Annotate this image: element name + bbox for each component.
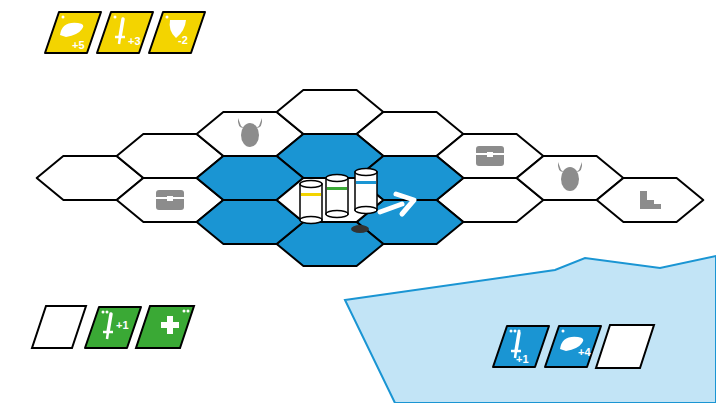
card-value: +3 (128, 36, 141, 47)
card-dot (166, 16, 169, 19)
card-shape (32, 306, 86, 348)
monster-horn (558, 162, 564, 172)
wing-shape (60, 23, 83, 37)
card-dot (102, 311, 105, 314)
sword-grip (107, 332, 108, 339)
game-card: +3 (96, 11, 154, 54)
pawn-stripe (356, 181, 376, 184)
stairs-icon (640, 191, 661, 209)
game-card: +1 (84, 306, 142, 349)
card-dot (510, 330, 513, 333)
game-card: -2 (148, 11, 206, 54)
chest-lock (167, 196, 173, 201)
pawn-base-fill (301, 219, 321, 221)
sword-blade (108, 314, 111, 332)
pawn-body (300, 184, 322, 220)
card-dot (183, 310, 186, 313)
card-value: +1 (516, 354, 529, 365)
pawn-base (326, 211, 348, 218)
pawn (326, 175, 348, 218)
pawn-base (355, 207, 377, 214)
sword-grip (119, 37, 120, 44)
pawn-base (300, 217, 322, 224)
arrow-shaft (380, 204, 402, 212)
card-value: +1 (116, 320, 129, 331)
card-dot (187, 310, 190, 313)
wing-icon (60, 23, 83, 37)
chest-body (476, 146, 504, 166)
sword-blade (120, 19, 123, 37)
card-dot (62, 16, 65, 19)
pawn-base-fill (327, 213, 347, 215)
sword-blade (516, 333, 519, 351)
monster-icon (238, 118, 262, 147)
card-shape (493, 326, 549, 367)
move-arrow (380, 194, 414, 214)
monster-horn (238, 118, 244, 128)
pawn-body (355, 172, 377, 210)
monster-icon (558, 162, 582, 191)
card-value: +4 (578, 347, 591, 358)
card-shape (136, 306, 194, 348)
heal-icon (161, 316, 179, 334)
card-shape (97, 12, 153, 53)
monster-head (241, 123, 259, 147)
card-shape (149, 12, 205, 53)
pawn-group (300, 169, 377, 224)
pawn-top (355, 169, 377, 176)
pawn-shadow (351, 225, 369, 233)
card-shape (596, 325, 654, 368)
card-shape (45, 12, 101, 53)
chest-body (156, 190, 184, 210)
player-area (345, 256, 716, 403)
heal-card (136, 306, 194, 348)
card-outline (148, 11, 206, 54)
game-card: +5 (44, 11, 102, 54)
monster-head (561, 167, 579, 191)
card-dot (562, 330, 565, 333)
card-value: +5 (72, 40, 85, 51)
pawn-top (326, 175, 348, 182)
card-dot (106, 311, 109, 314)
sword-grip (515, 351, 516, 358)
chest-lock (487, 152, 493, 157)
pawn-body (326, 178, 348, 214)
sword-icon (103, 314, 113, 339)
arrow-head (396, 194, 414, 214)
card-dot (114, 16, 117, 19)
card-outline (84, 306, 142, 349)
pawn-base-fill (356, 209, 376, 211)
card-outline (96, 11, 154, 54)
blank-card (596, 325, 654, 368)
hex-grid (37, 90, 704, 266)
card-value: -2 (178, 35, 188, 46)
game-card: +4 (544, 325, 602, 368)
pawn (300, 181, 322, 224)
card-outline (544, 325, 602, 368)
game-card: +1 (492, 325, 550, 368)
card-shape (85, 307, 141, 348)
pawn-stripe (327, 187, 347, 190)
monster-horn (576, 162, 582, 172)
chest-icon (476, 146, 504, 166)
monster-horn (256, 118, 262, 128)
pawn-stripe (301, 193, 321, 196)
card-shape (545, 326, 601, 367)
pawn-top (300, 181, 322, 188)
blank-card (32, 306, 86, 348)
hex-tile (597, 178, 704, 222)
card-dot (514, 330, 517, 333)
chest-icon (156, 190, 184, 210)
stairs-icon-shape (640, 191, 661, 209)
sword-icon (115, 19, 125, 44)
pawn (355, 169, 377, 214)
